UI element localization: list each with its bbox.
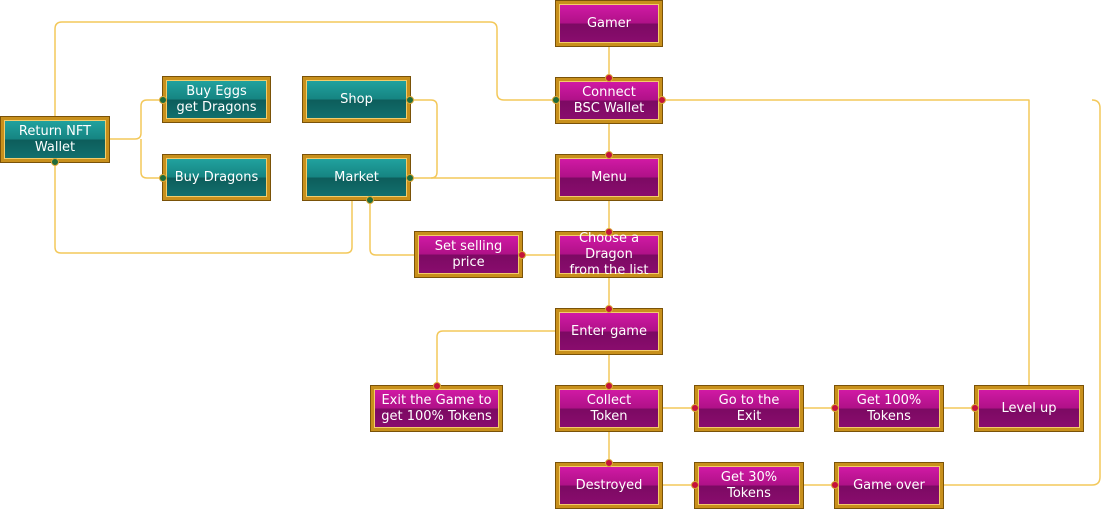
node-game-over-label: Game over: [853, 477, 925, 493]
port-menu-top: [605, 151, 613, 159]
node-collect-token[interactable]: Collect Token: [555, 385, 663, 432]
node-buy-dragons[interactable]: Buy Dragons: [162, 154, 271, 201]
node-return-nft-wallet-label: Return NFT Wallet: [18, 123, 92, 155]
node-enter-game-label: Enter game: [571, 323, 647, 339]
port-get30-left: [691, 481, 699, 489]
node-go-to-exit-label: Go to the Exit: [718, 392, 780, 424]
port-gameover-left: [831, 481, 839, 489]
port-buyeggs-left: [159, 96, 167, 104]
node-destroyed[interactable]: Destroyed: [555, 462, 663, 509]
port-return-bottom: [51, 158, 59, 166]
port-choose-top: [605, 228, 613, 236]
port-collect-top: [605, 382, 613, 390]
port-exitgame-top: [433, 382, 441, 390]
node-level-up-label: Level up: [1001, 400, 1057, 416]
node-exit-game-label: Exit the Game to get 100% Tokens: [381, 392, 492, 424]
port-connect-right: [658, 96, 666, 104]
node-game-over[interactable]: Game over: [834, 462, 944, 509]
node-market[interactable]: Market: [302, 154, 411, 201]
node-connect-wallet[interactable]: Connect BSC Wallet: [555, 77, 663, 124]
port-market-right: [406, 174, 414, 182]
node-enter-game[interactable]: Enter game: [555, 308, 663, 355]
edge-return-buydragons: [140, 139, 163, 179]
node-buy-eggs-label: Buy Eggs get Dragons: [176, 83, 257, 115]
node-destroyed-label: Destroyed: [575, 477, 643, 493]
port-connect-left: [552, 96, 560, 104]
node-buy-dragons-label: Buy Dragons: [174, 169, 259, 185]
edge-enter-exitgame: [436, 330, 556, 386]
node-shop[interactable]: Shop: [302, 76, 411, 123]
node-buy-eggs[interactable]: Buy Eggs get Dragons: [162, 76, 271, 123]
node-set-selling-price[interactable]: Set selling price: [414, 231, 523, 278]
port-destroyed-top: [605, 459, 613, 467]
port-buydragons-left: [159, 174, 167, 182]
node-return-nft-wallet[interactable]: Return NFT Wallet: [0, 116, 110, 163]
edge-setprice-market: [369, 200, 415, 256]
edge-levelup-connect: [662, 99, 1030, 386]
node-gamer-label: Gamer: [586, 15, 632, 31]
node-choose-dragon[interactable]: Choose a Dragon from the list: [555, 230, 663, 278]
port-get100-left: [831, 404, 839, 412]
node-get-100-tokens[interactable]: Get 100% Tokens: [834, 385, 944, 432]
node-market-label: Market: [334, 169, 379, 185]
port-levelup-left: [971, 404, 979, 412]
port-gotoexit-left: [691, 404, 699, 412]
port-setprice-right: [518, 251, 526, 259]
port-market-bottom: [366, 196, 374, 204]
node-level-up[interactable]: Level up: [974, 385, 1084, 432]
node-get-30-tokens-label: Get 30% Tokens: [720, 469, 778, 501]
node-exit-game[interactable]: Exit the Game to get 100% Tokens: [370, 385, 503, 432]
edge-shop-loop: [410, 99, 438, 179]
node-connect-wallet-label: Connect BSC Wallet: [573, 84, 645, 116]
node-shop-label: Shop: [340, 91, 373, 107]
node-menu[interactable]: Menu: [555, 154, 663, 201]
port-gamer-bottom: [605, 74, 613, 82]
node-gamer[interactable]: Gamer: [555, 0, 663, 47]
port-enter-top: [605, 305, 613, 313]
node-choose-dragon-label: Choose a Dragon from the list: [569, 230, 649, 278]
node-go-to-exit[interactable]: Go to the Exit: [694, 385, 804, 432]
port-shop-right: [406, 96, 414, 104]
node-set-selling-price-label: Set selling price: [434, 238, 503, 270]
node-get-30-tokens[interactable]: Get 30% Tokens: [694, 462, 804, 509]
edge-return-eggs: [109, 99, 163, 140]
node-collect-token-label: Collect Token: [586, 392, 632, 424]
node-menu-label: Menu: [591, 169, 627, 185]
node-get-100-tokens-label: Get 100% Tokens: [856, 392, 922, 424]
